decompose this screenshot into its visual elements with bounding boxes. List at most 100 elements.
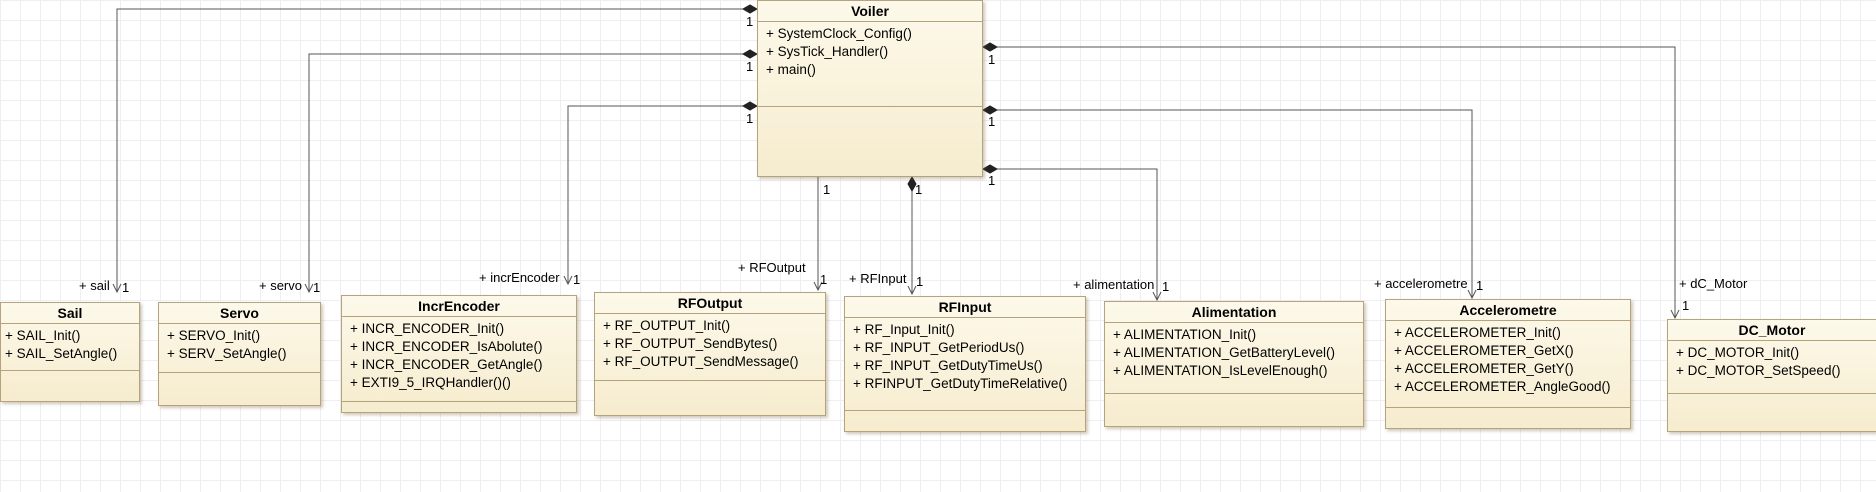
operation: + INCR_ENCODER_IsAbolute() xyxy=(350,339,543,354)
multiplicity-source-increncoder: 1 xyxy=(746,111,754,126)
operation: + SAIL_Init() xyxy=(5,328,81,343)
arrowhead-alimentation xyxy=(1152,291,1162,302)
multiplicity-source-dc-motor: 1 xyxy=(988,52,996,67)
class-name: Sail xyxy=(1,303,139,324)
multiplicity-target-dc-motor: 1 xyxy=(1682,298,1690,313)
operations-compartment: + SAIL_Init() + SAIL_SetAngle() xyxy=(1,324,139,371)
operation: + RF_INPUT_GetDutyTimeUs() xyxy=(853,358,1043,373)
operation: + SERV_SetAngle() xyxy=(167,346,287,361)
operation: + RF_Input_Init() xyxy=(853,322,955,337)
association-line-increncoder[interactable] xyxy=(567,105,743,284)
role-label-rfinput: + RFInput xyxy=(849,271,907,286)
operation: + RFINPUT_GetDutyTimeRelative() xyxy=(853,376,1068,391)
multiplicity-target-alimentation: 1 xyxy=(1162,279,1170,294)
operation: + main() xyxy=(766,62,816,77)
association-line-alimentation[interactable] xyxy=(997,168,1158,300)
operation: + RF_INPUT_GetPeriodUs() xyxy=(853,340,1025,355)
operation: + SAIL_SetAngle() xyxy=(5,346,118,361)
multiplicity-source-servo: 1 xyxy=(746,59,754,74)
operation: + EXTI9_5_IRQHandler()() xyxy=(350,375,511,390)
operation: + ACCELEROMETER_AngleGood() xyxy=(1394,379,1611,394)
operations-compartment: + DC_MOTOR_Init() + DC_MOTOR_SetSpeed() xyxy=(1668,341,1876,394)
multiplicity-source-alimentation: 1 xyxy=(988,173,996,188)
multiplicity-target-rfinput: 1 xyxy=(916,274,924,289)
class-rfinput[interactable]: RFInput + RF_Input_Init() + RF_INPUT_Get… xyxy=(844,296,1086,432)
arrowhead-accelerometre xyxy=(1467,289,1477,300)
multiplicity-source-sail: 1 xyxy=(746,14,754,29)
composition-diamond-dc-motor xyxy=(981,42,999,52)
operation: + SysTick_Handler() xyxy=(766,44,889,59)
operation: + ACCELEROMETER_Init() xyxy=(1394,325,1561,340)
operations-compartment: + RF_OUTPUT_Init() + RF_OUTPUT_SendBytes… xyxy=(595,314,825,381)
class-name: Alimentation xyxy=(1105,302,1363,323)
multiplicity-source-accelerometre: 1 xyxy=(988,114,996,129)
role-label-servo: + servo xyxy=(259,278,302,293)
arrowhead-increncoder xyxy=(563,275,573,286)
operation: + ALIMENTATION_IsLevelEnough() xyxy=(1113,363,1328,378)
role-label-dc-motor: + dC_Motor xyxy=(1679,276,1748,291)
composition-diamond-alimentation xyxy=(981,164,999,174)
operations-compartment: + SystemClock_Config() + SysTick_Handler… xyxy=(758,22,982,107)
operations-compartment: + SERVO_Init() + SERV_SetAngle() xyxy=(159,324,320,373)
arrowhead-dc-motor xyxy=(1670,309,1680,320)
class-name: Servo xyxy=(159,303,320,324)
operations-compartment: + INCR_ENCODER_Init() + INCR_ENCODER_IsA… xyxy=(342,317,576,402)
operation: + SystemClock_Config() xyxy=(766,26,912,41)
role-label-rfoutput: + RFOutput xyxy=(738,260,806,275)
operation: + INCR_ENCODER_Init() xyxy=(350,321,505,336)
operation: + RF_OUTPUT_SendMessage() xyxy=(603,354,799,369)
class-voiler[interactable]: Voiler + SystemClock_Config() + SysTick_… xyxy=(757,0,983,177)
operation: + SERVO_Init() xyxy=(167,328,261,343)
class-increncoder[interactable]: IncrEncoder + INCR_ENCODER_Init() + INCR… xyxy=(341,295,577,413)
operation: + ALIMENTATION_Init() xyxy=(1113,327,1257,342)
operation: + ACCELEROMETER_GetY() xyxy=(1394,361,1574,376)
multiplicity-source-rfinput: 1 xyxy=(915,182,923,197)
class-servo[interactable]: Servo + SERVO_Init() + SERV_SetAngle() xyxy=(158,302,321,406)
arrowhead-rfoutput xyxy=(813,281,823,292)
class-name: DC_Motor xyxy=(1668,320,1876,341)
operation: + INCR_ENCODER_GetAngle() xyxy=(350,357,543,372)
multiplicity-target-increncoder: 1 xyxy=(573,272,581,287)
role-label-increncoder: + incrEncoder xyxy=(479,270,560,285)
operation: + RF_OUTPUT_SendBytes() xyxy=(603,336,778,351)
operation: + RF_OUTPUT_Init() xyxy=(603,318,731,333)
class-accelerometre[interactable]: Accelerometre + ACCELEROMETER_Init() + A… xyxy=(1385,299,1631,429)
multiplicity-target-accelerometre: 1 xyxy=(1476,278,1484,293)
multiplicity-source-rfoutput: 1 xyxy=(823,182,831,197)
class-name: Voiler xyxy=(758,1,982,22)
arrowhead-rfinput xyxy=(907,285,917,296)
arrowhead-servo xyxy=(304,283,314,294)
role-label-accelerometre: + accelerometre xyxy=(1374,276,1468,291)
class-dc-motor[interactable]: DC_Motor + DC_MOTOR_Init() + DC_MOTOR_Se… xyxy=(1667,319,1876,432)
class-name: Accelerometre xyxy=(1386,300,1630,321)
operations-compartment: + RF_Input_Init() + RF_INPUT_GetPeriodUs… xyxy=(845,318,1085,411)
association-line-dc-motor[interactable] xyxy=(997,46,1676,318)
multiplicity-target-servo: 1 xyxy=(313,280,321,295)
class-rfoutput[interactable]: RFOutput + RF_OUTPUT_Init() + RF_OUTPUT_… xyxy=(594,292,826,416)
operations-compartment: + ACCELEROMETER_Init() + ACCELEROMETER_G… xyxy=(1386,321,1630,408)
operation: + DC_MOTOR_SetSpeed() xyxy=(1676,363,1841,378)
multiplicity-target-rfoutput: 1 xyxy=(820,272,828,287)
role-label-alimentation: + alimentation xyxy=(1073,277,1155,292)
association-line-sail[interactable] xyxy=(116,8,743,292)
class-alimentation[interactable]: Alimentation + ALIMENTATION_Init() + ALI… xyxy=(1104,301,1364,427)
class-name: RFInput xyxy=(845,297,1085,318)
class-name: RFOutput xyxy=(595,293,825,314)
arrowhead-sail xyxy=(112,283,122,294)
operation: + ACCELEROMETER_GetX() xyxy=(1394,343,1574,358)
class-name: IncrEncoder xyxy=(342,296,576,317)
composition-diamond-servo xyxy=(741,49,759,59)
operations-compartment: + ALIMENTATION_Init() + ALIMENTATION_Get… xyxy=(1105,323,1363,394)
association-line-servo[interactable] xyxy=(308,53,743,292)
role-label-sail: + sail xyxy=(79,278,110,293)
association-line-accelerometre[interactable] xyxy=(997,109,1473,298)
class-sail[interactable]: Sail + SAIL_Init() + SAIL_SetAngle() xyxy=(0,302,140,402)
operation: + DC_MOTOR_Init() xyxy=(1676,345,1800,360)
composition-diamond-sail xyxy=(741,4,759,14)
operation: + ALIMENTATION_GetBatteryLevel() xyxy=(1113,345,1335,360)
composition-diamond-accelerometre xyxy=(981,105,999,115)
composition-diamond-rfinput xyxy=(907,175,917,193)
composition-diamond-increncoder xyxy=(741,101,759,111)
